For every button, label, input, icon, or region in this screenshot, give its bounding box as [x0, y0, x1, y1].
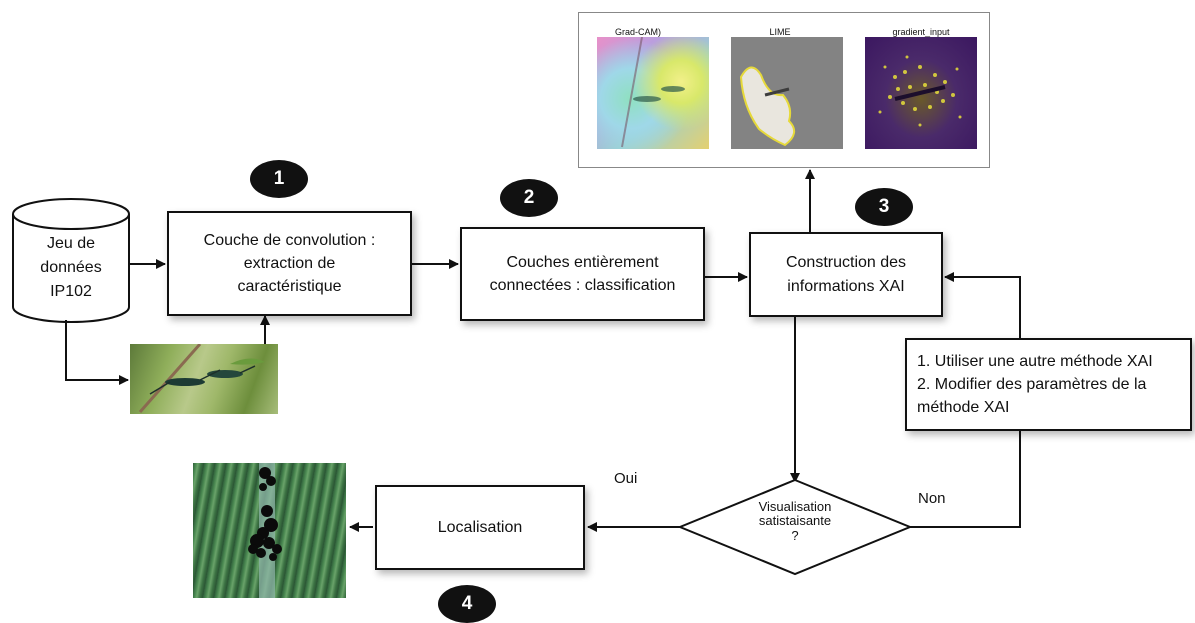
localisation-box: Localisation — [375, 485, 585, 570]
xai-options-line1: 1. Utiliser une autre méthode XAI — [917, 352, 1153, 370]
gradient-input-title: gradient_input — [892, 27, 950, 37]
dataset-label-line2: données — [40, 259, 102, 276]
edge-label-yes: Oui — [614, 470, 638, 487]
fully-connected-box: Couches entièrement connectées : classif… — [460, 227, 705, 321]
dataset-label: Jeu de données IP102 — [13, 232, 129, 304]
xai-visualisation-panel: Grad-CAM) LIME gradient_input — [578, 12, 990, 168]
gradcam-heatmap — [597, 37, 709, 149]
dataset-label-line3: IP102 — [50, 283, 92, 300]
localisation-result-image — [193, 463, 346, 598]
convolution-line1: Couche de convolution : — [203, 231, 376, 249]
gradcam-title: Grad-CAM) — [614, 27, 661, 37]
arrow-dataset-to-image — [65, 320, 129, 385]
arrow-options-to-xai — [944, 272, 1021, 338]
fully-connected-line2: connectées : classification — [489, 277, 676, 294]
edge-label-no: Non — [918, 490, 946, 507]
gradient-input-map — [865, 37, 977, 149]
decision-line1: Visualisation — [758, 499, 832, 514]
xai-options-box: 1. Utiliser une autre méthode XAI 2. Mod… — [905, 338, 1192, 431]
lime-title: LIME — [769, 27, 791, 37]
decision-label: Visualisation satistaisante ? — [735, 499, 855, 543]
localisation-label: Localisation — [437, 518, 523, 536]
fully-connected-line1: Couches entièrement — [506, 253, 659, 271]
decision-line3: ? — [791, 527, 799, 543]
arrow-decision-no-loop — [910, 431, 1021, 528]
convolution-line2: extraction de — [243, 254, 336, 272]
xai-options-line2: 2. Modifier des paramètres de la — [917, 375, 1147, 393]
step-badge-4: 4 — [438, 585, 496, 623]
dataset-cylinder — [12, 198, 130, 323]
decision-diamond — [677, 478, 913, 576]
dataset-label-line1: Jeu de — [46, 235, 96, 252]
convolution-line3: caractéristique — [237, 278, 342, 296]
convolution-box: Couche de convolution : extraction de ca… — [167, 211, 412, 316]
step-badge-2: 2 — [500, 179, 558, 217]
xai-options-line3: méthode XAI — [917, 399, 1010, 417]
lime-explanation — [731, 37, 843, 149]
step-badge-3: 3 — [855, 188, 913, 226]
xai-construction-line2: informations XAI — [787, 277, 905, 295]
xai-construction-box: Construction des informations XAI — [749, 232, 943, 317]
input-insect-image — [130, 344, 278, 414]
xai-construction-line1: Construction des — [785, 254, 907, 272]
step-badge-1: 1 — [250, 160, 308, 198]
decision-line2: satistaisante — [758, 513, 832, 529]
